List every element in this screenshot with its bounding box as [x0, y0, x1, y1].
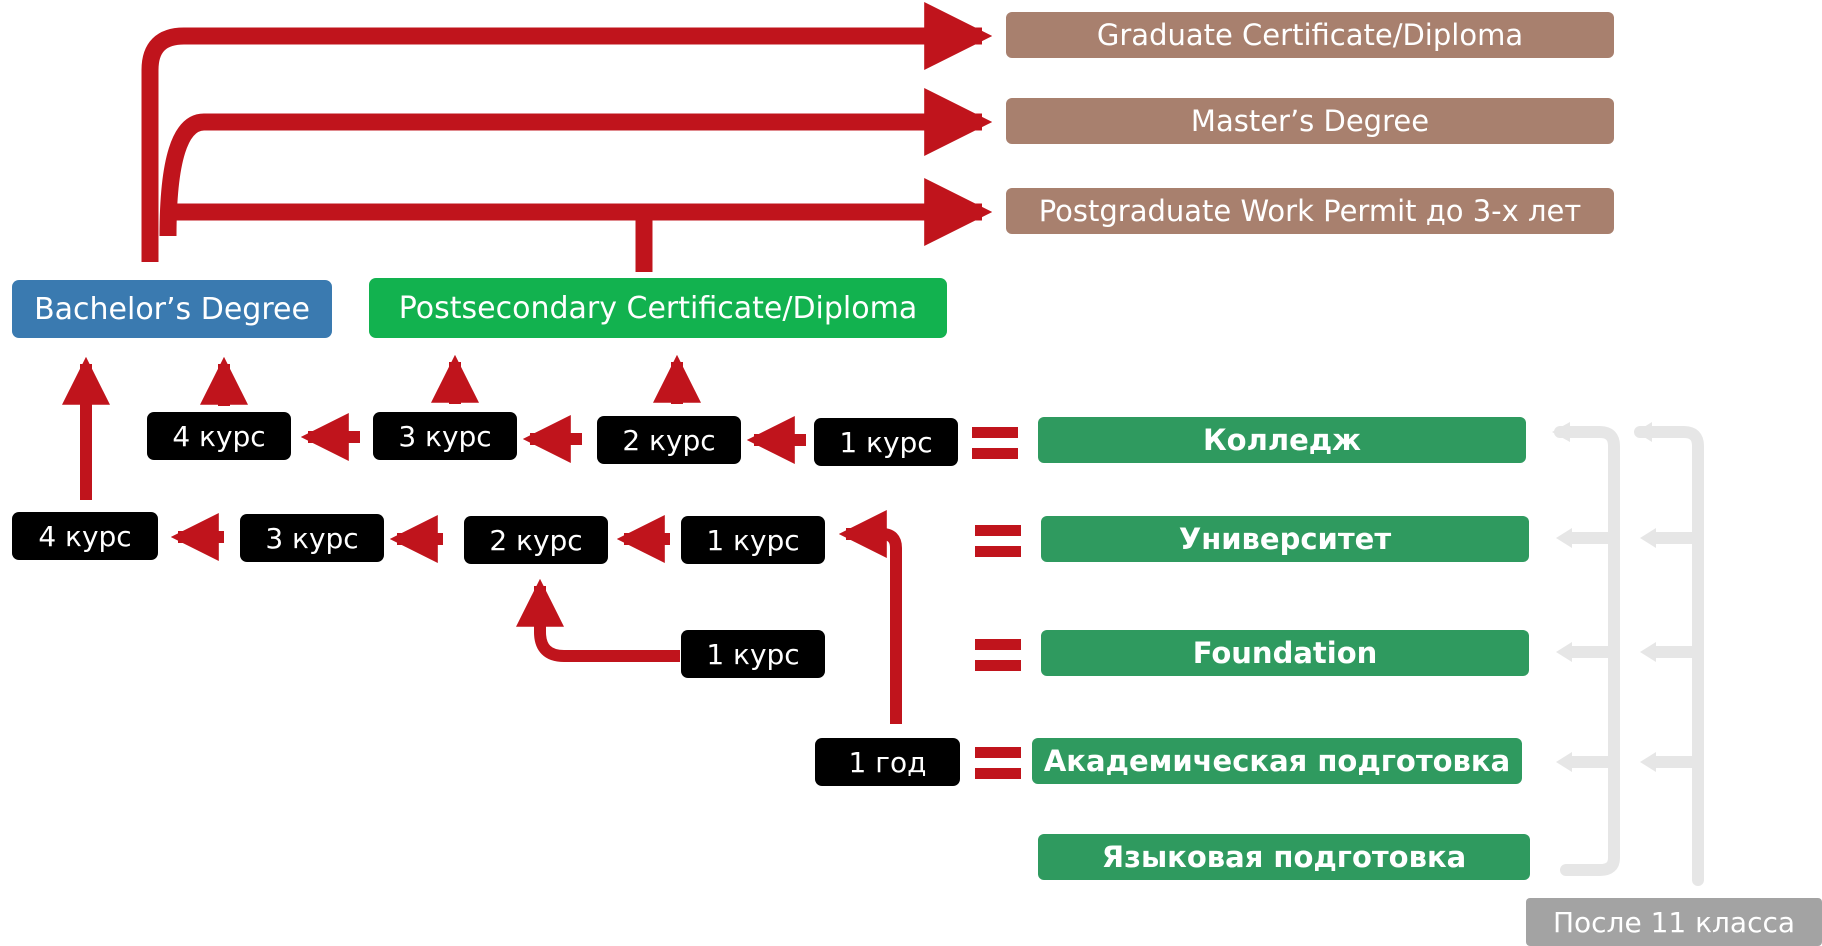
year-label: 2 курс [489, 523, 583, 557]
university-year-3: 3 курс [240, 514, 384, 562]
university-year-2: 2 курс [464, 516, 608, 564]
college-year-2: 2 курс [597, 416, 741, 464]
language-prep-label: Языковая подготовка [1101, 840, 1467, 874]
academic-prep-box: Академическая подготовка [1032, 738, 1522, 784]
academic-prep-year: 1 год [815, 738, 960, 786]
outcome-arrows [141, 2, 993, 272]
arrow-foundation-to-university-2 [516, 578, 680, 662]
college-box: Колледж [1038, 417, 1526, 463]
arrow-to-graduate-certificate [141, 2, 993, 262]
year-label: 1 курс [839, 425, 933, 459]
equals-foundation [975, 636, 1021, 674]
foundation-year-1: 1 курс [681, 630, 825, 678]
masters-degree-label: Master’s Degree [1190, 104, 1430, 138]
work-permit-label: Postgraduate Work Permit до 3-х лет [1038, 194, 1582, 228]
foundation-box: Foundation [1041, 630, 1529, 676]
college-year-3: 3 курс [373, 412, 517, 460]
year-label: 3 курс [398, 419, 492, 453]
year-arrows [62, 354, 806, 563]
university-year-1: 1 курс [681, 516, 825, 564]
curved-arrows [516, 510, 902, 724]
foundation-label: Foundation [1192, 636, 1378, 670]
college-year-4: 4 курс [147, 412, 291, 460]
year-label: 1 курс [706, 637, 800, 671]
year-label: 1 курс [706, 523, 800, 557]
after-grade-11-bracket-arrowheads [1552, 422, 1656, 772]
bachelor-degree-label: Bachelor’s Degree [34, 291, 310, 327]
equals-college [972, 424, 1018, 462]
academic-prep-label: Академическая подготовка [1043, 744, 1511, 778]
work-permit-box: Postgraduate Work Permit до 3-х лет [1006, 188, 1614, 234]
after-grade-11-label: После 11 класса [1552, 905, 1796, 939]
year-label: 1 год [848, 745, 927, 779]
university-year-4: 4 курс [12, 512, 158, 560]
year-label: 3 курс [265, 521, 359, 555]
university-label: Университет [1178, 522, 1392, 556]
postsecondary-box: Postsecondary Certificate/Diploma [369, 278, 947, 338]
language-prep-box: Языковая подготовка [1038, 834, 1530, 880]
year-label: 4 курс [172, 419, 266, 453]
equals-university [975, 522, 1021, 560]
year-label: 2 курс [622, 423, 716, 457]
year-label: 4 курс [38, 519, 132, 553]
masters-degree-box: Master’s Degree [1006, 98, 1614, 144]
university-box: Университет [1041, 516, 1529, 562]
college-label: Колледж [1202, 423, 1362, 457]
arrow-prep-to-university-1 [838, 510, 902, 724]
after-grade-11-badge: После 11 класса [1526, 898, 1822, 946]
postsecondary-label: Postsecondary Certificate/Diploma [398, 290, 918, 326]
graduate-certificate-label: Graduate Certificate/Diploma [1096, 18, 1524, 52]
equals-academic-prep [975, 744, 1021, 782]
bachelor-degree-box: Bachelor’s Degree [12, 280, 332, 338]
graduate-certificate-box: Graduate Certificate/Diploma [1006, 12, 1614, 58]
college-year-1: 1 курс [814, 418, 958, 466]
after-grade-11-brackets [1554, 426, 1704, 886]
